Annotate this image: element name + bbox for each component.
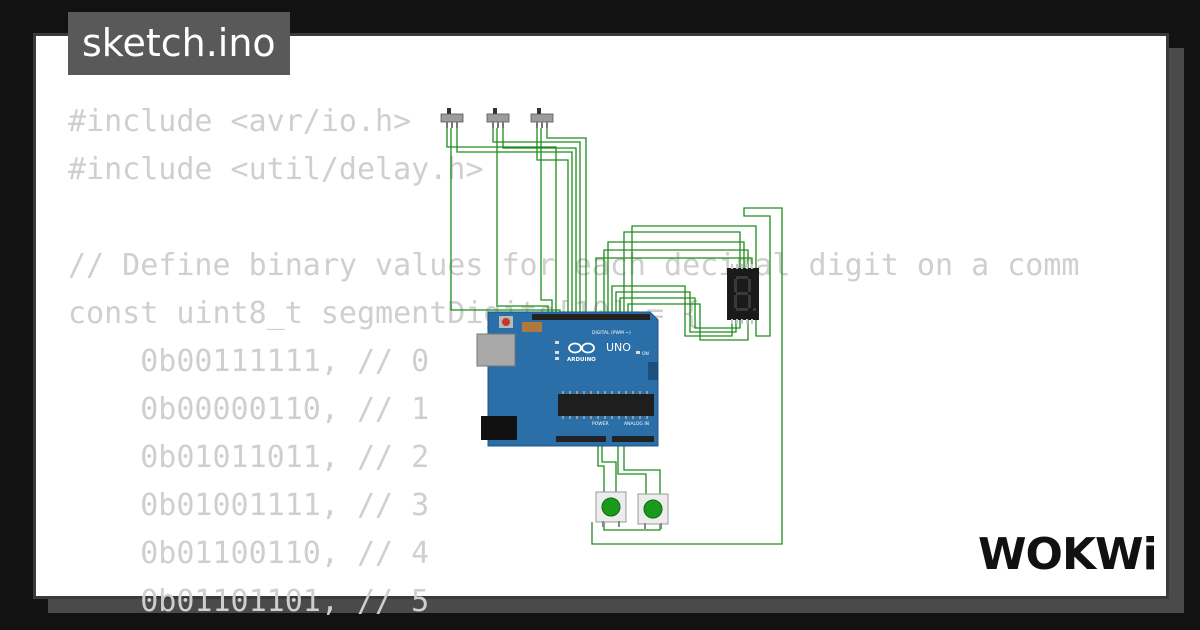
code-preview: #include <avr/io.h> #include <util/delay.…: [68, 98, 1079, 626]
logo-text: WOKWi: [978, 529, 1157, 580]
wire: [615, 291, 737, 333]
wire: [450, 128, 561, 314]
code-line: 0b01100110, // 4: [68, 536, 430, 571]
arduino-infinity-icon: [568, 342, 595, 354]
code-line: 0b00000110, // 1: [68, 392, 430, 427]
code-line: 0b01011011, // 2: [68, 440, 430, 475]
wire: [607, 241, 745, 314]
code-line: 0b01101101, // 5: [68, 584, 430, 619]
wire: [546, 128, 587, 314]
board-name: UNO: [606, 341, 631, 354]
wire: [540, 128, 553, 314]
code-line: 0b01001111, // 3: [68, 488, 430, 523]
code-line: #include <avr/io.h>: [68, 104, 412, 139]
wire: [456, 128, 573, 314]
power-header-label: POWER: [592, 421, 609, 427]
digital-header-label: DIGITAL (PWM ~): [592, 330, 631, 336]
wokwi-logo: WOKWi: [978, 529, 1158, 580]
wire: [603, 249, 749, 314]
power-jack: [481, 416, 517, 440]
wire: [536, 128, 569, 314]
wire: [595, 257, 753, 314]
wire: [446, 128, 557, 314]
wire: [627, 303, 749, 341]
microcontroller-chip: [558, 394, 654, 416]
board-brand: ARDUINO: [567, 357, 596, 363]
wire: [619, 297, 741, 329]
slide-switch: [530, 108, 554, 128]
wire: [623, 444, 661, 494]
wire: [623, 231, 741, 314]
usb-port: [476, 333, 516, 367]
wire: [611, 285, 733, 337]
wire: [617, 444, 647, 494]
push-button: [637, 493, 669, 529]
digital-header: [532, 314, 650, 320]
analog-header: [612, 436, 654, 442]
code-line: // Define binary values for each decimal…: [68, 248, 1080, 283]
wire: [597, 444, 605, 494]
power-header: [556, 436, 606, 442]
on-led-label: ON: [642, 351, 649, 357]
code-line: #include <util/delay.h>: [68, 152, 484, 187]
arduino-uno-board: UNO ARDUINO DIGITAL (PWM ~) POWER ANALOG…: [476, 311, 659, 447]
wire: [631, 225, 757, 314]
wire: [591, 207, 783, 545]
code-line: 0b00111111, // 0: [68, 344, 430, 379]
push-button: [595, 491, 627, 527]
slide-switch: [440, 108, 464, 128]
slide-switch: [486, 108, 510, 128]
wire: [502, 128, 577, 314]
wire: [496, 128, 549, 314]
wire: [601, 444, 617, 494]
analog-header-label: ANALOG IN: [624, 421, 649, 427]
file-title-tab: sketch.ino: [68, 12, 290, 75]
seven-segment-display: [727, 264, 759, 324]
